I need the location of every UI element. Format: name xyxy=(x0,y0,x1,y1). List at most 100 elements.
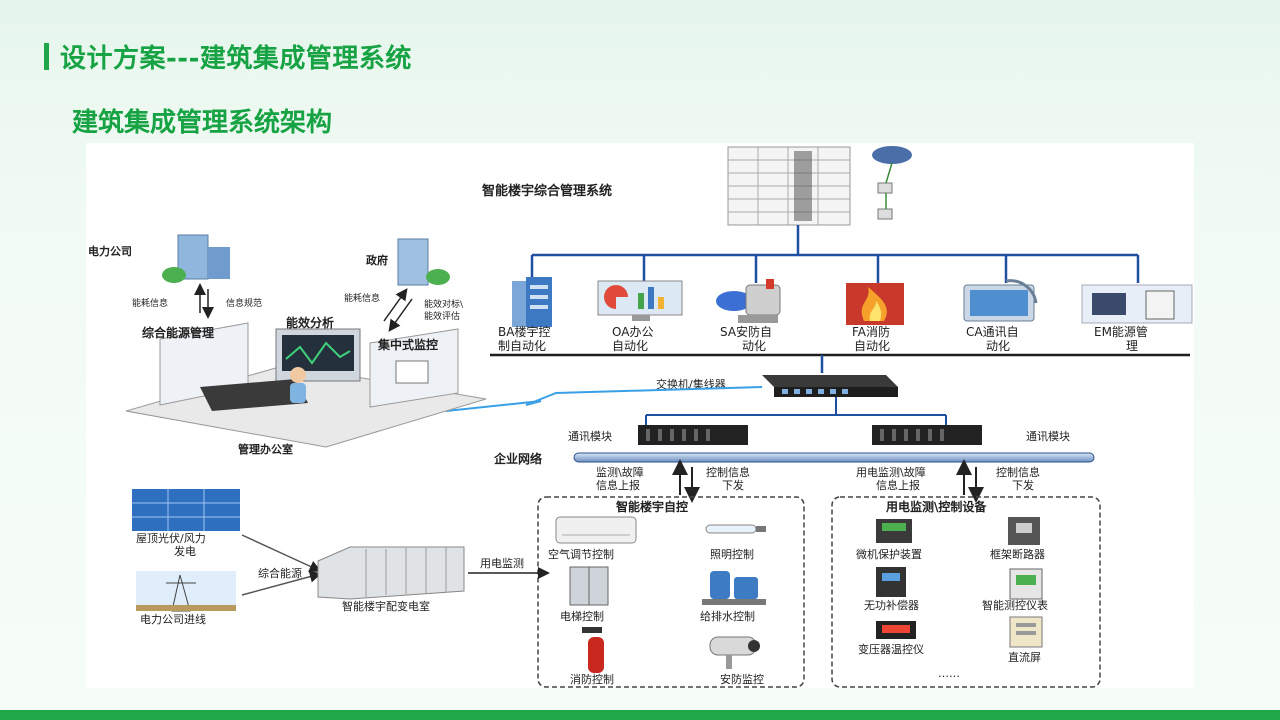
ba-icon xyxy=(512,277,552,327)
left-down-label-2: 下发 xyxy=(722,478,744,492)
solar-panel-icon xyxy=(132,489,240,531)
em-icon xyxy=(1081,284,1193,324)
power-ellipsis: …… xyxy=(938,667,960,680)
subsystem-ca-line1: CA通讯自 xyxy=(966,325,1019,339)
panel-monitor-label: 集中式监控 xyxy=(377,337,438,352)
subsystem-labels: BA楼宇控 制自动化 OA办公 自动化 SA安防自 动化 FA消防 自动化 CA… xyxy=(498,324,1148,353)
energy-info-label-1: 能耗信息 xyxy=(132,297,168,309)
dc-panel-icon xyxy=(1009,616,1043,648)
subsystem-ba-line1: BA楼宇控 xyxy=(498,324,550,339)
grid-label: 电力公司进线 xyxy=(140,612,206,626)
right-up-label-1: 用电监测\故障 xyxy=(856,465,926,479)
title-accent-bar xyxy=(44,43,49,70)
power-item-compensator: 无功补偿器 xyxy=(864,598,919,612)
efficiency-eval-label-2: 能效评估 xyxy=(424,310,460,322)
compensator-icon xyxy=(876,567,906,597)
data-arrows xyxy=(672,459,984,503)
left-info-arrows xyxy=(194,283,413,332)
lamp-icon xyxy=(705,524,766,534)
auto-item-security: 安防监控 xyxy=(720,672,764,686)
switch-icon xyxy=(762,375,898,397)
left-down-label-1: 控制信息 xyxy=(706,465,750,479)
auto-control-box xyxy=(537,496,805,688)
protection-device-icon xyxy=(876,519,912,543)
power-equipment-box xyxy=(831,496,1101,688)
subsystem-sa-line2: 动化 xyxy=(742,339,766,353)
footer-bar xyxy=(0,710,1280,720)
ca-icon xyxy=(963,279,1038,322)
subsystem-ba-line2: 制自动化 xyxy=(498,339,546,353)
temp-controller-icon xyxy=(876,621,916,639)
subsystem-oa-line2: 自动化 xyxy=(612,339,648,353)
efficiency-eval-label-1: 能效对标\ xyxy=(424,298,464,310)
subsystem-tree xyxy=(530,225,1140,283)
right-up-label-2: 信息上报 xyxy=(876,478,920,492)
architecture-diagram: 智能楼宇综合管理系统 xyxy=(86,143,1194,688)
substation-cabinet-icon xyxy=(317,546,465,600)
energy-flow-arrows xyxy=(241,534,322,596)
wireless-link xyxy=(445,386,763,412)
fa-icon xyxy=(846,283,904,325)
power-monitor-label: 用电监测 xyxy=(480,557,524,570)
power-item-meter: 智能测控仪表 xyxy=(982,598,1048,612)
combined-energy-label: 综合能源 xyxy=(258,566,302,580)
comm-module-left-label: 通讯模块 xyxy=(568,430,612,443)
government-building-icon xyxy=(397,238,450,286)
office-room-illustration xyxy=(125,322,487,448)
breaker-icon xyxy=(1008,517,1040,545)
extinguisher-icon xyxy=(582,627,604,673)
left-up-label-2: 信息上报 xyxy=(596,478,640,492)
left-up-label-1: 监测\故障 xyxy=(596,465,644,479)
power-item-protection: 微机保护装置 xyxy=(856,547,922,561)
panel-energy-label: 综合能源管理 xyxy=(142,325,214,340)
power-item-breaker: 框架断路器 xyxy=(990,547,1045,561)
government-label: 政府 xyxy=(366,253,388,267)
power-item-dc: 直流屏 xyxy=(1008,650,1041,664)
auto-item-water: 给排水控制 xyxy=(700,609,755,623)
subsystem-oa-line1: OA办公 xyxy=(612,324,653,339)
info-standard-label: 信息规范 xyxy=(226,297,262,309)
auto-item-ac: 空气调节控制 xyxy=(548,547,614,561)
camera-icon xyxy=(709,636,760,669)
power-grid-tower-icon xyxy=(136,571,236,612)
solar-label-1: 屋顶光伏/风力 xyxy=(136,531,206,545)
subsystem-sa-line1: SA安防自 xyxy=(720,324,772,339)
office-label: 管理办公室 xyxy=(238,442,293,456)
meter-icon xyxy=(1009,568,1043,600)
substation-label: 智能楼宇配变电室 xyxy=(342,599,430,613)
subsystem-em-line1: EM能源管 xyxy=(1094,324,1148,339)
building-server-icon xyxy=(727,146,851,226)
auto-item-elevator: 电梯控制 xyxy=(560,609,604,623)
solar-label-2: 发电 xyxy=(174,544,196,558)
elevator-icon xyxy=(569,566,609,606)
comm-module-right-icon xyxy=(872,425,982,445)
subsystem-ca-line2: 动化 xyxy=(986,339,1010,353)
top-system-label: 智能楼宇综合管理系统 xyxy=(482,183,612,199)
power-equipment-title: 用电监测\控制设备 xyxy=(885,499,987,514)
power-item-temp: 变压器温控仪 xyxy=(858,642,924,656)
slide-subtitle: 建筑集成管理系统架构 xyxy=(72,108,333,138)
panel-analysis-label: 能效分析 xyxy=(286,315,334,330)
auto-item-lighting: 照明控制 xyxy=(710,547,754,561)
cloud-icon xyxy=(872,146,912,220)
switch-label: 交换机/集线器 xyxy=(656,377,726,391)
comm-module-right-label: 通讯模块 xyxy=(1026,430,1070,443)
subsystem-fa-line1: FA消防 xyxy=(852,324,890,339)
ac-icon xyxy=(555,516,637,544)
power-company-label: 电力公司 xyxy=(88,244,132,258)
right-down-label-2: 下发 xyxy=(1012,478,1034,492)
oa-icon xyxy=(597,280,683,321)
enterprise-network-label: 企业网络 xyxy=(493,451,542,466)
enterprise-network-bus xyxy=(573,452,1095,463)
sa-icon xyxy=(716,279,781,323)
subsystem-em-line2: 理 xyxy=(1126,339,1138,353)
energy-info-label-2: 能耗信息 xyxy=(344,292,380,304)
power-company-building-icon xyxy=(162,234,230,283)
auto-item-fire: 消防控制 xyxy=(570,672,614,686)
comm-module-left-icon xyxy=(638,425,748,445)
right-down-label-1: 控制信息 xyxy=(996,465,1040,479)
auto-control-title: 智能楼宇自控 xyxy=(615,499,688,514)
subsystem-fa-line2: 自动化 xyxy=(854,339,890,353)
slide-title: 设计方案---建筑集成管理系统 xyxy=(60,44,412,74)
pump-icon xyxy=(702,571,766,605)
